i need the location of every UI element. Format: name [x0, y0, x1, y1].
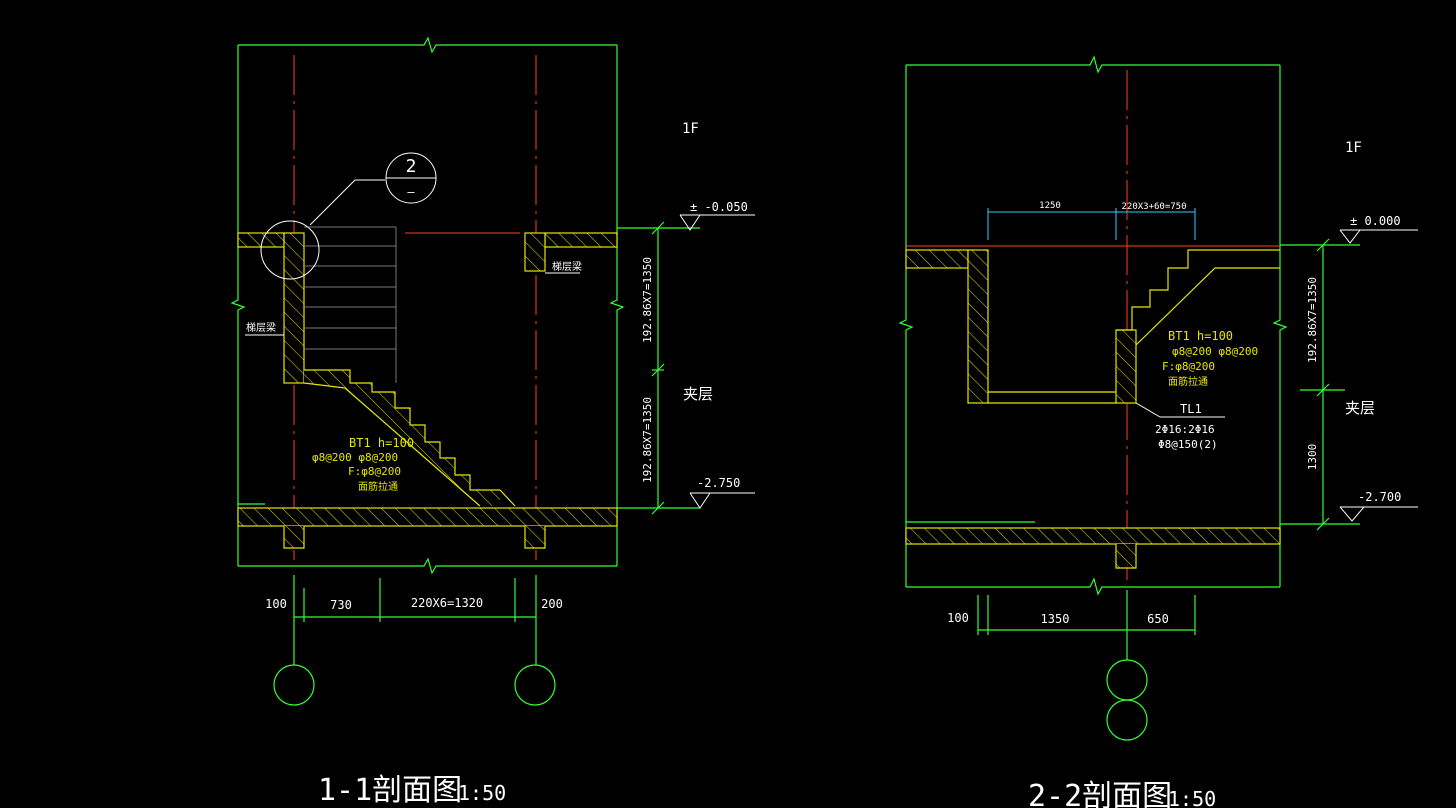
- svg-text:192.86X7=1350: 192.86X7=1350: [1306, 277, 1319, 363]
- stair-beam-wall: [284, 233, 304, 383]
- svg-text:± -0.050: ± -0.050: [690, 200, 748, 214]
- footing-2: [1116, 544, 1136, 568]
- svg-text:650: 650: [1147, 612, 1169, 626]
- svg-text:1250: 1250: [1039, 201, 1061, 211]
- section-title-2: 2-2剖面图: [1028, 779, 1172, 808]
- elevation-mark-bot-2: -2.700: [1339, 490, 1418, 522]
- slab-notes-2: BT1 h=100 φ8@200 φ8@200 F:φ8@200 面筋拉通: [1162, 329, 1258, 388]
- elevation-mark-bot-1: -2.750: [689, 476, 755, 509]
- stair-flight-2: [1116, 249, 1280, 346]
- dim-lower-1: 192.86X7=1350: [641, 397, 654, 483]
- stair-beam-tl1: [1116, 330, 1136, 403]
- mezzanine-label: 夹层: [683, 385, 713, 403]
- ground-slab: [238, 508, 617, 526]
- detail-number: 2: [406, 156, 417, 177]
- beam-label-left: 梯层梁: [246, 321, 276, 334]
- svg-text:F:φ8@200: F:φ8@200: [348, 465, 401, 478]
- svg-text:Φ8@150(2): Φ8@150(2): [1158, 438, 1218, 451]
- svg-text:2Φ16:2Φ16: 2Φ16:2Φ16: [1155, 423, 1215, 436]
- bottom-dimension-chain-1: 100 730 220X6=1320 200: [265, 575, 563, 665]
- detail-leader: [309, 179, 356, 226]
- svg-text:1300: 1300: [1306, 444, 1319, 471]
- detail-sheet: –: [407, 185, 415, 199]
- floor-beam-right: [525, 233, 545, 271]
- beam-label-right: 梯层梁: [552, 260, 582, 273]
- floor-label-1f-2: 1F: [1345, 140, 1362, 156]
- upper-stair-lines: [304, 226, 397, 383]
- ground-slab-2: [906, 528, 1280, 544]
- section2-frame: [898, 55, 1288, 596]
- beam-tl1-label: TL1 2Φ16:2Φ16 Φ8@150(2): [1135, 402, 1225, 451]
- svg-text:730: 730: [330, 598, 352, 612]
- bottom-dimension-chain-2: 100 1350 650: [947, 590, 1196, 660]
- axis-bubble-lower: [1106, 699, 1148, 741]
- dim-upper-1: 192.86X7=1350: [641, 257, 654, 343]
- svg-text:φ8@200 φ8@200: φ8@200 φ8@200: [1172, 345, 1258, 358]
- svg-text:面筋拉通: 面筋拉通: [358, 480, 398, 493]
- elevation-mark-top-1: ± -0.050: [679, 200, 755, 231]
- mezzanine-label-2: 夹层: [1345, 399, 1375, 417]
- svg-text:200: 200: [541, 597, 563, 611]
- footing-left: [284, 526, 304, 548]
- axis-bubble-left: [273, 664, 315, 706]
- axis-bubble-upper: [1106, 659, 1148, 701]
- svg-text:100: 100: [947, 611, 969, 625]
- floor-slab-left-2: [906, 250, 968, 268]
- svg-text:1350: 1350: [1041, 612, 1070, 626]
- svg-text:F:φ8@200: F:φ8@200: [1162, 360, 1215, 373]
- section-scale-2: 1:50: [1168, 787, 1216, 808]
- right-dimension-chain-2: 192.86X7=1350 1300: [1280, 238, 1360, 531]
- footing-right: [525, 526, 545, 548]
- top-dimension-chain-2: 1250 220X3+60=750: [987, 201, 1196, 240]
- svg-text:BT1 h=100: BT1 h=100: [349, 436, 414, 450]
- section1-frame: [230, 36, 625, 575]
- slab-notes-1: BT1 h=100 φ8@200 φ8@200 F:φ8@200 面筋拉通: [312, 436, 414, 493]
- svg-text:220X6=1320: 220X6=1320: [411, 596, 483, 610]
- svg-text:TL1: TL1: [1180, 402, 1202, 416]
- svg-text:100: 100: [265, 597, 287, 611]
- axis-bubble-right: [514, 664, 556, 706]
- section-1-1: 2 – 梯层梁 梯层梁 BT1 h=100 φ8@200 φ8@200 F:φ8…: [230, 36, 755, 808]
- floor-label-1f: 1F: [682, 121, 699, 137]
- section-title-1: 1-1剖面图: [318, 773, 462, 808]
- elevation-mark-top-2: ± 0.000: [1339, 214, 1418, 244]
- svg-text:BT1 h=100: BT1 h=100: [1168, 329, 1233, 343]
- section-scale-1: 1:50: [458, 781, 506, 805]
- right-dimension-chain-1: 192.86X7=1350 192.86X7=1350: [617, 221, 700, 515]
- svg-text:面筋拉通: 面筋拉通: [1168, 375, 1208, 388]
- stair-flight-bt1: [303, 369, 516, 507]
- svg-text:-2.700: -2.700: [1358, 490, 1401, 504]
- floor-slab-left: [238, 233, 284, 247]
- floor-slab-right: [545, 233, 617, 247]
- svg-text:φ8@200 φ8@200: φ8@200 φ8@200: [312, 451, 398, 464]
- svg-text:-2.750: -2.750: [697, 476, 740, 490]
- svg-text:220X3+60=750: 220X3+60=750: [1121, 202, 1186, 212]
- wall-left-2: [968, 250, 988, 403]
- section-2-2: 1250 220X3+60=750 BT1 h=100 φ8@200 φ8@20…: [898, 55, 1418, 808]
- svg-text:± 0.000: ± 0.000: [1350, 214, 1401, 228]
- detail-zoom-circle: [260, 220, 320, 280]
